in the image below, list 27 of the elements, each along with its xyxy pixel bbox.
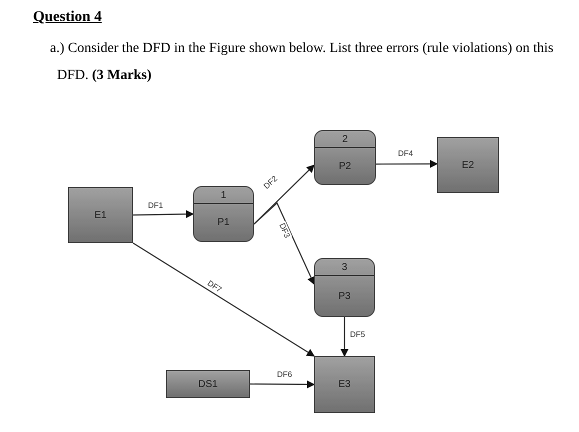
question-heading: Question 4 (33, 8, 102, 27)
edge-label: DF1 (147, 201, 164, 210)
flow-arrow (132, 210, 194, 218)
data-store: DS1 (166, 370, 250, 398)
process-number: 3 (342, 260, 348, 274)
process-name: P3 (338, 290, 351, 304)
process-box (314, 258, 375, 317)
flow-arrow (132, 242, 315, 357)
flow-arrow (340, 317, 348, 357)
flow-arrow (254, 202, 315, 285)
process-number: 2 (342, 132, 348, 146)
process-name: P1 (217, 216, 230, 230)
process-number: 1 (220, 188, 226, 202)
question-text: a.) Consider the DFD in the Figure shown below. List three errors (rule violations) on this DFD. (3 Marks) (50, 40, 554, 85)
edge-label: DF3 (276, 220, 292, 240)
edge-label: DF4 (397, 149, 414, 158)
process-box (193, 186, 254, 242)
entity-box: E1 (68, 187, 133, 243)
entity-box: E3 (314, 356, 375, 413)
flow-arrow (250, 380, 315, 388)
edge-label: DF5 (349, 330, 366, 339)
process-box (314, 130, 376, 185)
edge-label: DF2 (261, 173, 280, 192)
entity-box: E2 (437, 137, 499, 193)
process-name: P2 (338, 160, 352, 174)
flow-arrow (376, 160, 438, 168)
edge-label: DF6 (276, 370, 294, 379)
